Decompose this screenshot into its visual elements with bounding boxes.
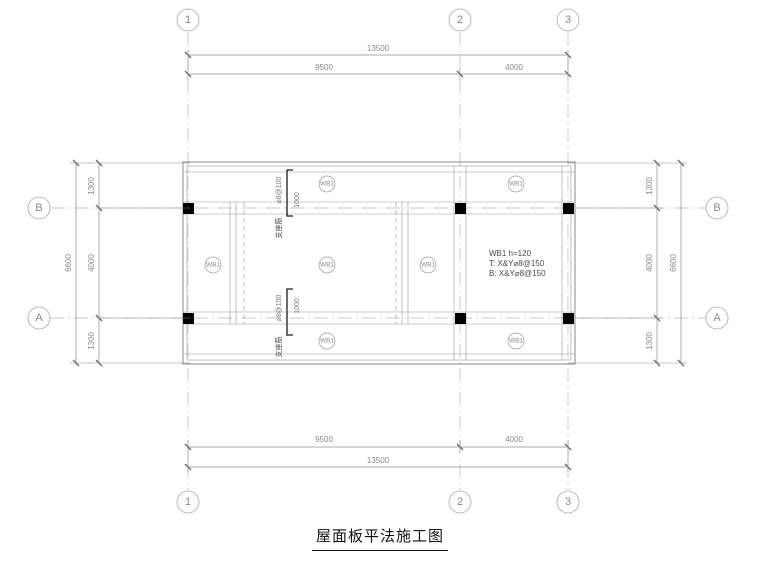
grid-bubble-2-top[interactable] [448, 8, 472, 32]
column-2B [455, 203, 466, 214]
slab-outline [182, 161, 576, 365]
dim-top-9500-label: 9500 [315, 63, 333, 72]
column-1B [183, 203, 194, 214]
support-bar-lower-spacing: ⌀8@100 [276, 294, 283, 321]
slab-tag[interactable]: WB1 [204, 256, 222, 274]
grid-bubble-A-right[interactable] [705, 306, 729, 330]
slab-tag[interactable]: WB1 [318, 332, 336, 350]
drawing-title: 屋面板平法施工图 [311, 528, 448, 551]
grid-bubble-3-bottom-label: 3 [565, 496, 571, 508]
support-bar-upper-glyph [286, 169, 293, 217]
support-bar-upper-name: 支座筋 [274, 218, 283, 239]
grid-bubble-1-bottom[interactable] [176, 490, 200, 514]
slab-tag[interactable]: WB1 [318, 256, 336, 274]
dimension-top: 13500 9500 4000 [184, 44, 572, 80]
slab-tag[interactable]: WB1 [507, 175, 525, 193]
dim-left-6600-label: 6600 [64, 254, 73, 272]
columns [183, 203, 574, 324]
support-bar-lower-name: 支座筋 [274, 337, 283, 358]
dim-left-1300-bot-label: 1300 [87, 332, 96, 350]
dim-left-1300-top-label: 1300 [87, 177, 96, 195]
grid-bubble-3-top-label: 3 [565, 14, 571, 26]
dim-top-total-label: 13500 [367, 44, 390, 53]
grid-bubble-B-left[interactable] [27, 196, 51, 220]
grid-bubble-B-right[interactable] [705, 196, 729, 220]
dim-bot-9500-label: 9500 [315, 435, 333, 444]
slab-tag-label: WB1 [421, 262, 435, 269]
support-bar-upper-spacing: ⌀8@100 [276, 176, 283, 203]
grid-bubbles-right: B A [705, 196, 729, 330]
grid-bubble-2-top-label: 2 [457, 14, 463, 26]
dim-bot-4000-label: 4000 [505, 435, 523, 444]
dimension-bottom: 9500 4000 13500 [184, 435, 572, 472]
grid-bubble-A-left-label: A [35, 312, 43, 324]
grid-bubble-1-top-label: 1 [185, 14, 191, 26]
grid-bubble-1-top[interactable] [176, 8, 200, 32]
drawing-title-block: 屋面板平法施工图 [0, 528, 760, 551]
slab-tag-label: WB1 [320, 338, 334, 345]
slab-spec-note: WB1 h=120 T: X&Y⌀8@150 B: X&Y⌀8@150 [489, 249, 546, 278]
grid-bubbles-top: 1 2 3 [176, 8, 580, 32]
grid-bubble-2-bottom[interactable] [448, 490, 472, 514]
slab-tags: WB1 WB1 WB1 WB1 WB1 WB1 [204, 175, 525, 350]
dimension-left: 1300 4000 1300 6600 [64, 159, 190, 367]
dim-right-1300-top-label: 1300 [645, 177, 654, 195]
column-1A [183, 313, 194, 324]
slab-tag-label: WB1 [206, 262, 220, 269]
grid-bubble-A-right-label: A [713, 312, 721, 324]
slab-outer-edge [182, 161, 576, 365]
dim-right-1300-bot-label: 1300 [645, 332, 654, 350]
rebar-callout-lower: ⌀8@100 1000 支座筋 [274, 288, 301, 358]
support-bar-upper-length: 1000 [294, 192, 301, 208]
slab-tag-label: WB1 [509, 181, 523, 188]
dimension-right: 1300 4000 1300 6600 [568, 159, 687, 367]
column-3B [563, 203, 574, 214]
slab-tag[interactable]: WB1 [507, 332, 525, 350]
support-bar-lower-glyph [286, 288, 293, 336]
slab-tag[interactable]: WB1 [419, 256, 437, 274]
support-bar-lower-length: 1000 [294, 298, 301, 314]
grid-bubble-A-left[interactable] [27, 306, 51, 330]
column-3A [563, 313, 574, 324]
dim-right-6600-label: 6600 [669, 254, 678, 272]
rebar-callout-upper: ⌀8@100 1000 支座筋 [274, 169, 301, 239]
grid-bubble-1-bottom-label: 1 [185, 496, 191, 508]
dim-bot-total-label: 13500 [367, 456, 390, 465]
slab-tag-label: WB1 [320, 262, 334, 269]
column-2A [455, 313, 466, 324]
slab-spec-line-2: T: X&Y⌀8@150 [489, 259, 545, 268]
horizontal-grid-lines [50, 207, 706, 319]
dim-right-4000-label: 4000 [645, 254, 654, 272]
grid-bubble-2-bottom-label: 2 [457, 496, 463, 508]
slab-tag-label: WB1 [320, 181, 334, 188]
dim-left-4000-label: 4000 [87, 254, 96, 272]
grid-bubble-B-left-label: B [35, 202, 42, 214]
vertical-grid-lines [187, 32, 569, 490]
dim-top-4000-label: 4000 [505, 63, 523, 72]
grid-bubble-3-bottom[interactable] [556, 490, 580, 514]
grid-bubbles-bottom: 1 2 3 [176, 490, 580, 514]
grid-bubble-B-right-label: B [713, 202, 720, 214]
slab-spec-line-1: WB1 h=120 [489, 249, 532, 258]
grid-bubbles-left: B A [27, 196, 51, 330]
slab-inner-edge [186, 165, 572, 361]
slab-tag[interactable]: WB1 [318, 175, 336, 193]
slab-tag-label: WB1 [509, 338, 523, 345]
slab-spec-line-3: B: X&Y⌀8@150 [489, 269, 546, 278]
grid-bubble-3-top[interactable] [556, 8, 580, 32]
